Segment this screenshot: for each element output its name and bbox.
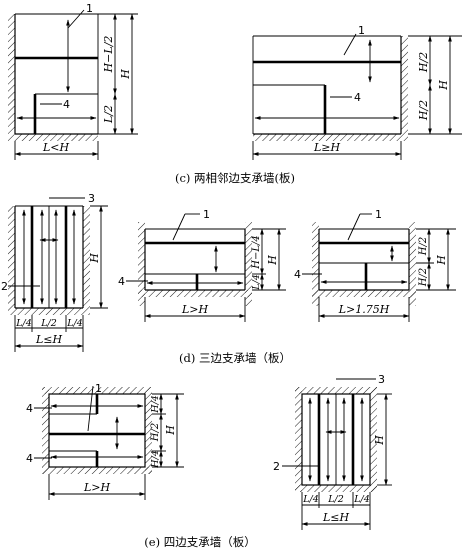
panel-d-left: 3 2 H L/4 L/2 L/4 L≤H [1, 192, 108, 352]
callout-2: 2 [273, 460, 280, 473]
caption-c: (c) 两相邻边支承墙(板) [175, 171, 295, 185]
callout-4: 4 [354, 91, 361, 104]
bottom-wall-hatch [253, 134, 408, 141]
right-wall-hatch [145, 387, 152, 474]
seg-2: L/2 [327, 494, 344, 505]
bottom-wall-hatch [8, 308, 90, 315]
dim-width: L>H [83, 481, 111, 494]
dim-top: H−L/4 [251, 235, 262, 269]
left-wall-hatch [8, 206, 15, 308]
left-wall-hatch [138, 222, 145, 306]
callout-3: 3 [88, 192, 95, 205]
dim-width: L≤H [322, 511, 350, 524]
dim-total: H [437, 80, 450, 91]
callout-1: 1 [375, 208, 382, 221]
callout-4: 4 [63, 98, 70, 111]
right-wall-hatch [83, 206, 90, 308]
dim-top: H/2 [418, 237, 429, 256]
caption-d: (d) 三边支承墙（板） [179, 351, 291, 365]
dim-total: H [266, 255, 279, 266]
dim-top: H/2 [417, 52, 430, 73]
callout-1: 1 [203, 208, 210, 221]
dim-total: H [164, 425, 177, 436]
dim-bottom: L/4 [251, 274, 262, 291]
panel-e-left: 1 4 4 H/4 H/2 H/4 H L>H [26, 382, 184, 500]
callout-4a: 4 [26, 402, 33, 415]
panel-c-left: 1 4 H−L/2 L/2 H L<H [8, 2, 138, 160]
callout-4: 4 [294, 268, 301, 281]
bottom-wall-hatch [138, 290, 252, 297]
callout-1: 1 [86, 2, 93, 15]
seg-3: L/4 [66, 318, 83, 329]
seg-3: L/4 [353, 494, 370, 505]
seg-1: L/4 [302, 494, 319, 505]
callout-2: 2 [1, 280, 8, 293]
bottom-wall-hatch [8, 134, 98, 141]
callout-3: 3 [378, 373, 385, 386]
left-wall-hatch [8, 14, 15, 134]
dim-width: L≥H [313, 141, 341, 154]
callout-1: 1 [358, 24, 365, 37]
dim-total: H [119, 69, 132, 80]
dim-bottom: H/2 [417, 100, 430, 121]
dim-top: H−L/2 [102, 36, 115, 74]
dim-width: L≤H [35, 333, 63, 346]
bottom-wall-hatch [42, 467, 152, 474]
dim-bottom: H/4 [150, 450, 161, 469]
bottom-wall-hatch [295, 485, 377, 492]
left-wall-hatch [42, 387, 49, 474]
dim-total: H [373, 435, 386, 446]
dim-bottom: H/2 [418, 268, 429, 287]
panel-d-right: 1 4 H/2 H/2 H L>1.75H [294, 208, 456, 322]
right-wall-hatch [401, 36, 408, 134]
panel-e-right: 3 2 H L/4 L/2 L/4 L≤H [273, 373, 392, 530]
seg-1: L/4 [15, 318, 32, 329]
left-wall-hatch [312, 222, 319, 306]
callout-4b: 4 [26, 452, 33, 465]
dim-total: H [435, 255, 448, 266]
right-wall-hatch [370, 387, 377, 492]
bottom-wall-hatch [312, 290, 416, 297]
top-wall-hatch [295, 387, 377, 394]
dim-mid: H/2 [150, 423, 161, 442]
top-wall-hatch [42, 387, 152, 394]
panel-c-right: 1 4 H/2 H/2 H L≥H [252, 24, 462, 160]
right-wall-hatch [245, 222, 252, 306]
dim-top: H/4 [150, 395, 161, 414]
caption-e: (e) 四边支承墙（板） [144, 535, 255, 549]
panel-d-mid: 1 4 H−L/4 L/4 H L>H [118, 208, 286, 322]
callout-1: 1 [95, 382, 102, 395]
dim-bottom: L/2 [102, 105, 115, 124]
dim-width: L<H [42, 141, 70, 154]
dim-total: H [88, 253, 101, 264]
dim-width: L>1.75H [338, 303, 390, 316]
left-wall-hatch [295, 387, 302, 492]
right-wall-hatch [409, 222, 416, 306]
callout-4: 4 [118, 275, 125, 288]
dim-width: L>H [181, 303, 209, 316]
seg-2: L/2 [40, 318, 57, 329]
